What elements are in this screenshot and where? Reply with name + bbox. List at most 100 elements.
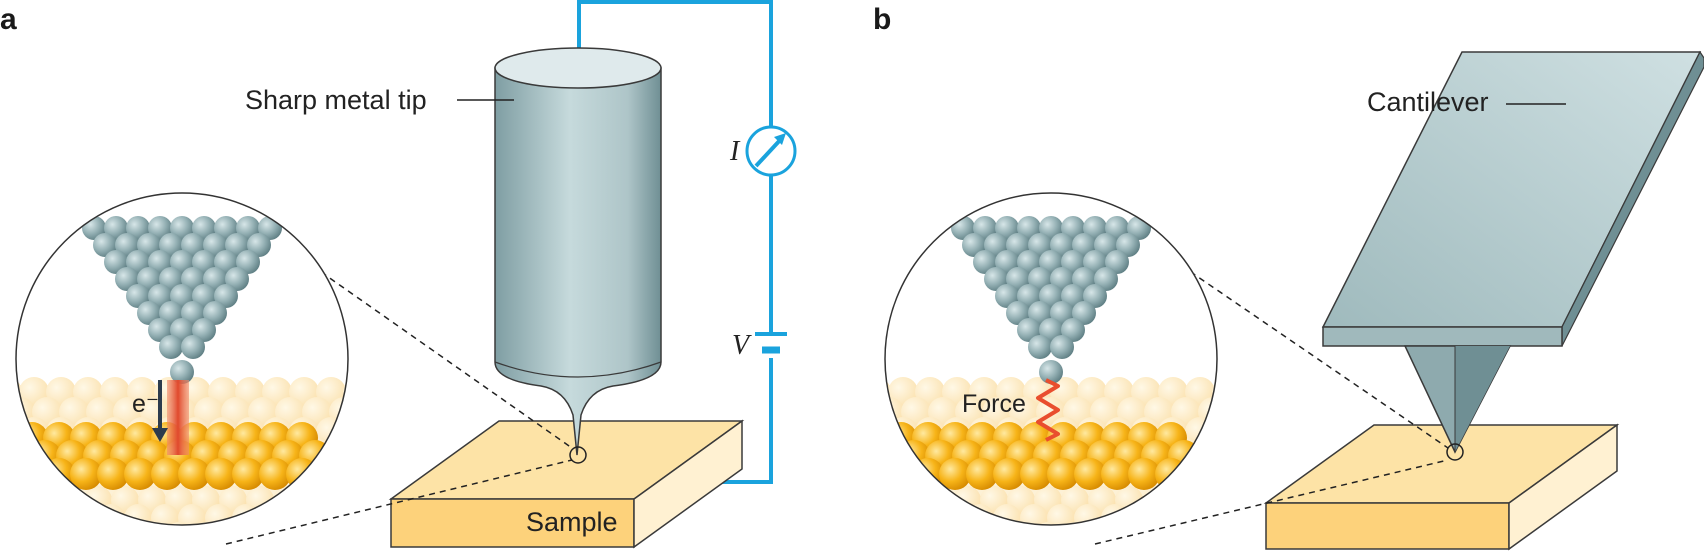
tip-atom [181, 233, 205, 257]
sample-atom-back [980, 522, 1008, 525]
tip-atom [181, 301, 205, 325]
tip-atom [148, 284, 172, 308]
sample-atom-back [340, 504, 348, 525]
tip-atom [170, 250, 194, 274]
electron-label: e⁻ [132, 390, 159, 418]
sample-atom-back [356, 397, 386, 427]
sample-atom-back [30, 486, 58, 514]
zoom-line-lower-b [1094, 459, 1449, 545]
tip-atom [995, 216, 1019, 240]
tip-atom [181, 267, 205, 291]
tip-atoms [82, 216, 282, 384]
sample-atom-back [1225, 397, 1255, 427]
tip-atom [995, 284, 1019, 308]
tip-atom [1039, 318, 1063, 342]
tip-atom [126, 216, 150, 240]
tip-atom [192, 216, 216, 240]
tip-atom [159, 267, 183, 291]
sample-atom-back [899, 486, 927, 514]
tip-atom [1050, 335, 1074, 359]
tip-atom [995, 250, 1019, 274]
tip-atom [170, 216, 194, 240]
tip-atom [148, 318, 172, 342]
sample-atom [1074, 458, 1106, 490]
tip-atom [192, 250, 216, 274]
tip-atom [159, 233, 183, 257]
sample-atom [151, 458, 183, 490]
tip-atom [984, 233, 1008, 257]
tip-atom [1061, 284, 1085, 308]
tip-atom [1105, 216, 1129, 240]
tip-apex-atom [1039, 360, 1063, 384]
sample-atom-back [343, 377, 348, 407]
sample-atom-back [1061, 522, 1089, 525]
sample-atom-back [1198, 437, 1217, 467]
sample-atom-back [1074, 504, 1102, 525]
sample-atom-back [885, 417, 891, 447]
sample-atom-back [1128, 504, 1156, 525]
sample-atom-back [16, 486, 31, 514]
sample-atom-back [205, 504, 233, 525]
tip-atom [137, 301, 161, 325]
tip-atom [192, 284, 216, 308]
sample-atom-back [124, 504, 152, 525]
sample-atom [1128, 458, 1160, 490]
tip-atom [1028, 335, 1052, 359]
tip-atom [203, 267, 227, 291]
tip-atom [203, 233, 227, 257]
sample-atom-back [273, 486, 301, 514]
tip-atom [1028, 233, 1052, 257]
tip-atom [115, 233, 139, 257]
sample-atom-back [273, 522, 301, 525]
sample-label: Sample [526, 507, 618, 537]
sample-atom-back [1142, 486, 1170, 514]
sample-atom-back [885, 522, 900, 525]
tip-atom [1105, 250, 1129, 274]
sample-atom-back [1155, 504, 1183, 525]
sample-atom-back [84, 522, 112, 525]
tip-atom [148, 216, 172, 240]
zoom-line-lower [225, 459, 573, 545]
tip-atom [962, 233, 986, 257]
tip-atom [1116, 233, 1140, 257]
current-symbol: I [729, 136, 741, 167]
sample-atom [1020, 458, 1052, 490]
sample-atom-back [885, 504, 913, 525]
tip-atom [214, 250, 238, 274]
tip-atom [1017, 250, 1041, 274]
sample-atom-back [43, 504, 71, 525]
tip-atom [1017, 216, 1041, 240]
sample-atom-back [1088, 522, 1116, 525]
sample-atom [205, 458, 237, 490]
tip-atom [1061, 216, 1085, 240]
sample-atom-back [1169, 486, 1197, 514]
tip-atom [1072, 301, 1096, 325]
sample-atom-back [16, 417, 22, 447]
sample-atom-back [343, 417, 348, 447]
sample-atom-back [953, 486, 981, 514]
tip-atom [1039, 216, 1063, 240]
sample-atom-back [151, 504, 179, 525]
sample-atom-back [259, 504, 287, 525]
panel-b: b Cantilever [873, 3, 1704, 551]
tunnel-current [167, 380, 189, 455]
tip-atom [1050, 301, 1074, 325]
tip-atom [1006, 233, 1030, 257]
cantilever-label: Cantilever [1367, 87, 1489, 117]
tip-atom [1094, 267, 1118, 291]
tip-atom [159, 301, 183, 325]
sample-atom-back [329, 437, 348, 467]
sample-atom-back [138, 522, 166, 525]
panel-a-letter: a [0, 3, 17, 36]
sample-atom-back [16, 522, 31, 525]
sample-atom [1047, 458, 1079, 490]
force-spring [1036, 378, 1060, 442]
tip-apex-atom [170, 360, 194, 384]
tip-atom [1083, 284, 1107, 308]
sample-atom-back [1142, 522, 1170, 525]
sample-atom-back [178, 504, 206, 525]
sample-atom [16, 458, 48, 490]
sample-atom-back [300, 522, 328, 525]
atomic-zoom-a: e⁻ [15, 192, 386, 526]
